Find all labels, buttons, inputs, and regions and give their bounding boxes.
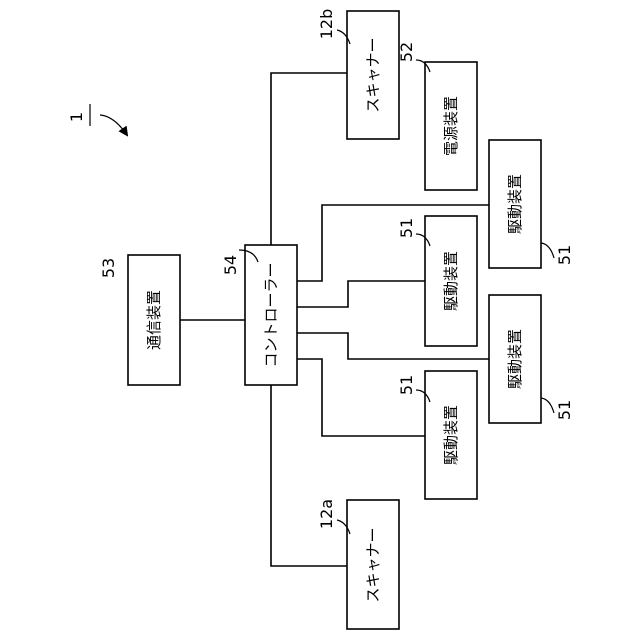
comm-device-block: 通信装置 53 (99, 255, 180, 385)
drive-device-3-block: 駆動装置 51 (489, 140, 574, 268)
drive-device-3-ref: 51 (555, 245, 574, 265)
scanner-b-label: スキャナー (364, 37, 382, 112)
wire-controller-drive-2 (297, 359, 425, 436)
power-device-block: 電源装置 52 (397, 42, 477, 190)
drive-device-4-block: 駆動装置 51 (489, 295, 574, 423)
wire-controller-drive-1 (297, 281, 425, 307)
scanner-a-ref: 12a (317, 499, 336, 529)
drive-device-2-ref: 51 (397, 375, 416, 395)
drive-device-4-label: 駆動装置 (506, 329, 524, 389)
figure-ref-arrow (100, 115, 127, 135)
power-device-label: 電源装置 (442, 96, 460, 156)
drive-device-4-ref: 51 (555, 400, 574, 420)
drive-device-4-leader (541, 398, 554, 413)
drive-device-2-block: 駆動装置 51 (397, 371, 477, 499)
scanner-a-label: スキャナー (364, 527, 382, 602)
comm-device-ref: 53 (99, 258, 118, 278)
comm-device-label: 通信装置 (145, 290, 163, 350)
drive-device-3-label: 駆動装置 (506, 174, 524, 234)
wire-controller-scanner-a (271, 385, 347, 566)
drive-device-3-leader (541, 243, 554, 258)
drive-device-1-ref: 51 (397, 218, 416, 238)
drive-device-2-label: 駆動装置 (442, 405, 460, 465)
controller-block: コントローラー 54 (221, 245, 297, 385)
controller-label: コントローラー (262, 262, 280, 367)
scanner-b-block: スキャナー 12b (317, 9, 399, 139)
figure-reference: 1 (67, 104, 127, 135)
drive-device-1-label: 駆動装置 (442, 251, 460, 311)
wire-controller-scanner-b (271, 73, 347, 245)
power-device-ref: 52 (397, 42, 416, 62)
figure-ref-number: 1 (67, 112, 86, 122)
scanner-a-block: スキャナー 12a (317, 499, 399, 629)
scanner-b-ref: 12b (317, 9, 336, 40)
controller-ref: 54 (221, 255, 240, 275)
